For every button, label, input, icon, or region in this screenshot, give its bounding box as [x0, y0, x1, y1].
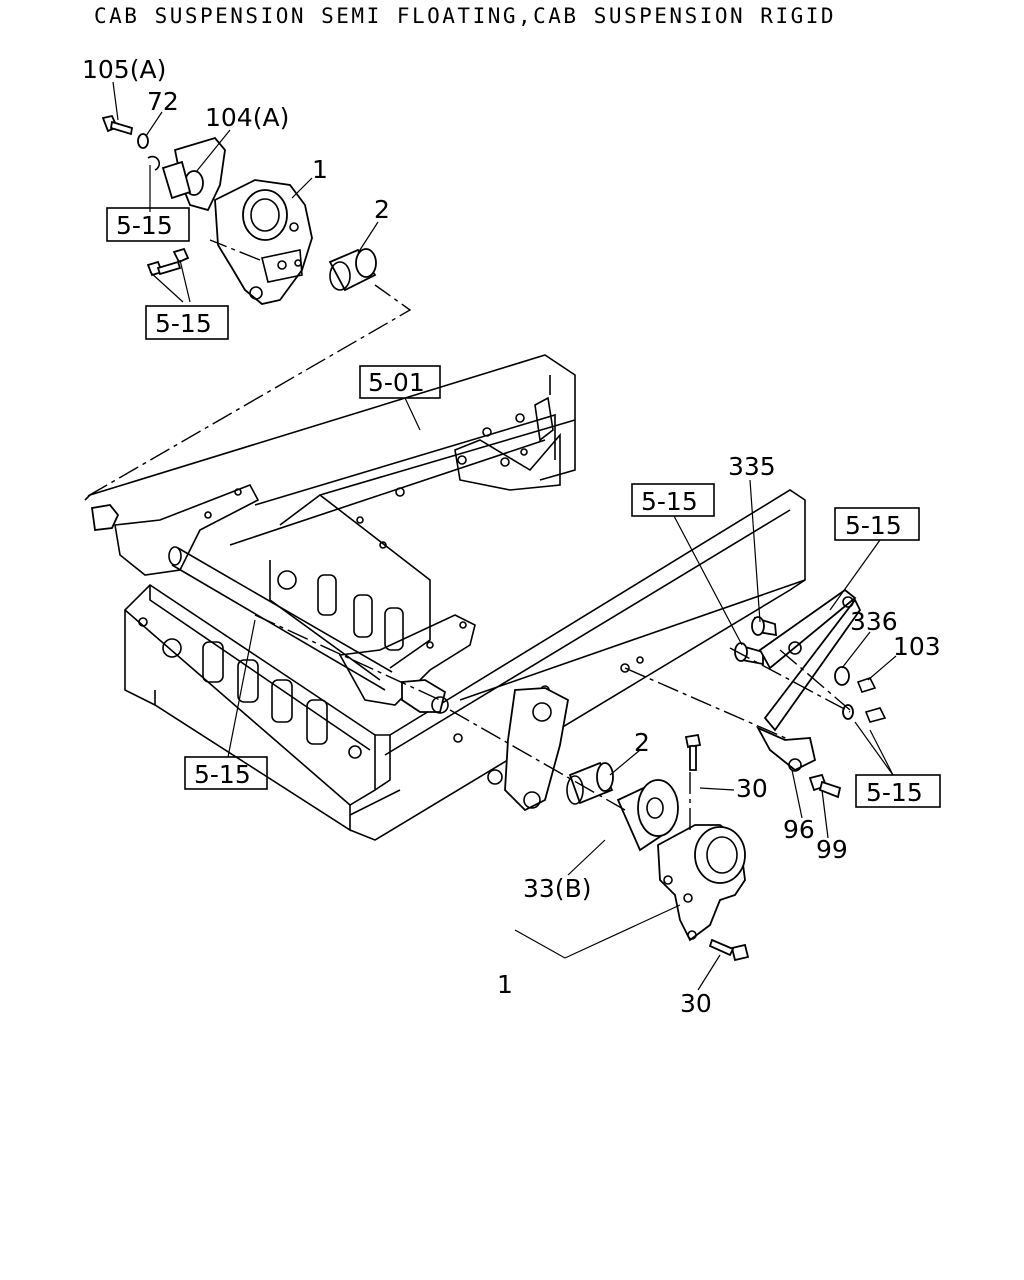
leader-lines — [112, 81, 897, 991]
reference-boxes: 5-15 5-15 5-01 5-15 5-15 5-15 5-15 — [106, 207, 941, 808]
top-mount-assembly — [101, 114, 377, 305]
callout-336: 336 — [850, 607, 898, 636]
callout-2-top: 2 — [374, 195, 390, 224]
callout-72: 72 — [147, 87, 179, 116]
ref-box-5-15-f: 5-15 — [855, 774, 941, 808]
ref-box-5-15-a: 5-15 — [106, 207, 190, 242]
callout-96: 96 — [783, 815, 815, 844]
callout-1-top: 1 — [312, 155, 328, 184]
svg-text:5-15: 5-15 — [866, 778, 923, 807]
svg-text:5-15: 5-15 — [116, 211, 173, 240]
assembly-center-lines — [87, 239, 851, 830]
ref-box-5-15-e: 5-15 — [184, 756, 268, 790]
link-rod-assembly — [734, 588, 887, 799]
callout-103: 103 — [893, 632, 941, 661]
svg-text:5-15: 5-15 — [155, 309, 212, 338]
callout-104a: 104(A) — [205, 103, 289, 132]
ref-box-5-15-d: 5-15 — [834, 507, 920, 541]
svg-text:5-15: 5-15 — [641, 487, 698, 516]
callout-2-mid: 2 — [634, 728, 650, 757]
callout-30-mid: 30 — [736, 774, 768, 803]
callout-labels: 105(A) 72 104(A) 1 2 335 336 103 2 30 96… — [82, 55, 941, 1018]
lower-mount-assembly — [566, 733, 750, 962]
callout-1-bottom: 1 — [497, 970, 513, 999]
svg-text:5-15: 5-15 — [194, 760, 251, 789]
ref-box-5-01: 5-01 — [359, 365, 441, 399]
chassis-frame — [84, 354, 806, 841]
ref-box-5-15-c: 5-15 — [631, 483, 715, 517]
svg-text:5-15: 5-15 — [845, 511, 902, 540]
ref-box-5-15-b: 5-15 — [145, 305, 229, 340]
callout-30-bottom: 30 — [680, 989, 712, 1018]
callout-33b: 33(B) — [523, 874, 591, 903]
svg-text:5-01: 5-01 — [368, 368, 425, 397]
callout-99: 99 — [816, 835, 848, 864]
diagram-title: CAB SUSPENSION SEMI FLOATING,CAB SUSPENS… — [94, 4, 837, 28]
callout-335: 335 — [728, 452, 776, 481]
callout-105a: 105(A) — [82, 55, 166, 84]
